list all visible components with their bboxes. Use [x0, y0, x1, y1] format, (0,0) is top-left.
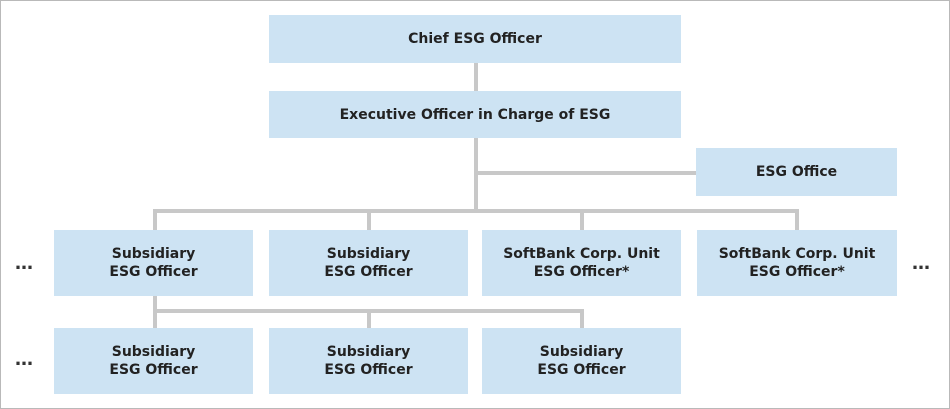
row2-box-subsidiary-1: Subsidiary ESG Officer — [54, 230, 253, 296]
row3-box-subsidiary-1: Subsidiary ESG Officer — [54, 328, 253, 394]
connector-row2-horizontal — [153, 209, 799, 213]
connector-row3-drop-3 — [580, 309, 584, 328]
box-line1: Subsidiary — [111, 246, 196, 262]
chief-esg-officer-label: Chief ESG Officer — [408, 31, 542, 47]
box-line2: ESG Officer — [537, 362, 626, 378]
connector-row2-drop-1 — [153, 209, 157, 230]
chief-esg-officer-box: Chief ESG Officer — [269, 15, 681, 63]
box-line2: ESG Officer — [109, 362, 198, 378]
box-line2: ESG Officer* — [533, 264, 630, 280]
box-line1: Subsidiary — [539, 344, 624, 360]
connector-row2-drop-2 — [367, 209, 371, 230]
row2-box-unit-1: SoftBank Corp. Unit ESG Officer* — [482, 230, 681, 296]
ellipsis-row3-left: … — [15, 349, 34, 370]
row3-box-subsidiary-3: Subsidiary ESG Officer — [482, 328, 681, 394]
esg-office-box: ESG Office — [696, 148, 897, 196]
executive-officer-label: Executive Officer in Charge of ESG — [339, 106, 611, 123]
box-line2: ESG Officer* — [749, 264, 845, 280]
connector-chief-exec — [474, 63, 478, 91]
row2-box-subsidiary-2: Subsidiary ESG Officer — [269, 230, 468, 296]
box-line2: ESG Officer — [324, 362, 413, 378]
connector-row3-drop-2 — [367, 309, 371, 328]
connector-exec-trunk — [474, 138, 478, 213]
row2-box-unit-2: SoftBank Corp. Unit ESG Officer* — [697, 230, 897, 296]
connector-esg-office — [476, 171, 696, 175]
box-line2: ESG Officer — [324, 264, 413, 280]
row3-box-subsidiary-2: Subsidiary ESG Officer — [269, 328, 468, 394]
box-line1: SoftBank Corp. Unit — [718, 246, 876, 262]
box-line2: ESG Officer — [109, 264, 198, 280]
box-line1: SoftBank Corp. Unit — [503, 246, 660, 262]
box-line1: Subsidiary — [326, 344, 411, 360]
esg-office-label: ESG Office — [755, 164, 838, 180]
ellipsis-row2-right: … — [912, 253, 931, 274]
executive-officer-box: Executive Officer in Charge of ESG — [269, 91, 681, 138]
connector-row2-drop-4 — [795, 209, 799, 230]
ellipsis-row2-left: … — [15, 253, 34, 274]
box-line1: Subsidiary — [326, 246, 411, 262]
box-line1: Subsidiary — [111, 344, 196, 360]
connector-row2-drop-3 — [580, 209, 584, 230]
